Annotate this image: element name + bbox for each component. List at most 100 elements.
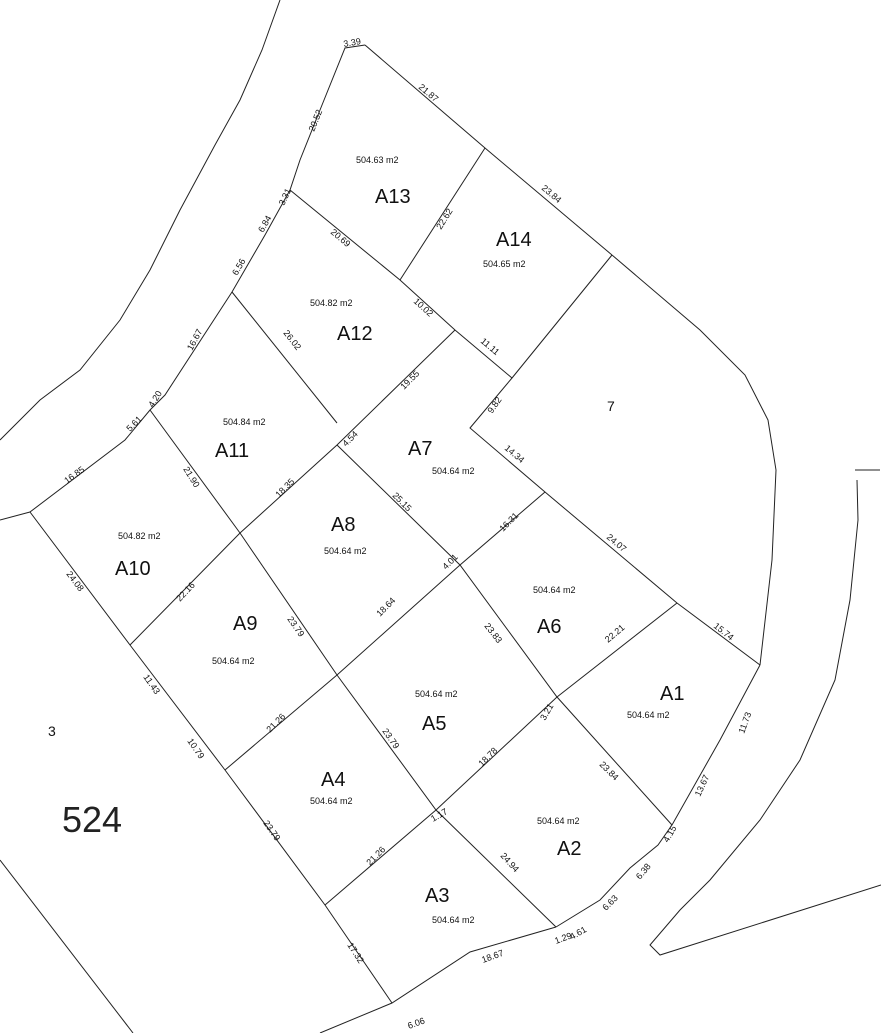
lot-area-a9: 504.64 m2 xyxy=(212,656,255,666)
dim-label: 16.85 xyxy=(62,464,86,485)
dim-label: 18.35 xyxy=(273,476,296,499)
dim-label: 6.56 xyxy=(230,257,247,277)
lot-area-a6: 504.64 m2 xyxy=(533,585,576,595)
dim-label: 20.69 xyxy=(329,227,353,249)
dim-label: 24.08 xyxy=(64,569,86,593)
road-edge-right xyxy=(649,469,881,956)
line-a11-a8 xyxy=(239,329,456,534)
lot-area-a8: 504.64 m2 xyxy=(324,546,367,556)
line-a8-a7 xyxy=(336,444,673,826)
dim-label: 1.17 xyxy=(429,806,449,823)
line-a9-a4 xyxy=(224,674,338,771)
lot-label-a1: A1 xyxy=(660,683,684,705)
lot-labels: A1 504.64 m2 504.64 m2 A2 A3 504.64 m2 A… xyxy=(48,155,684,925)
lots-south-boundary xyxy=(319,926,557,1033)
line-a4-a3 xyxy=(324,809,437,906)
dim-label: 3.31 xyxy=(277,187,293,207)
line-a8-a5 xyxy=(336,491,546,676)
dim-label: 23.84 xyxy=(598,759,621,782)
lot-label-a2: A2 xyxy=(557,838,581,860)
lot-label-a12: A12 xyxy=(337,323,373,345)
parcel-label-524: 524 xyxy=(62,799,122,840)
dim-label: 4.61 xyxy=(568,924,588,941)
parcel-7-east-boundary xyxy=(611,254,777,666)
line-a6-a1 xyxy=(556,602,678,698)
line-a5-a2 xyxy=(435,696,558,811)
parcel-label-3: 3 xyxy=(48,723,56,739)
dim-label: 6.38 xyxy=(634,861,653,881)
dim-label: 11.11 xyxy=(479,336,502,357)
lot-label-a4: A4 xyxy=(321,769,345,791)
dim-label: 14.34 xyxy=(503,443,527,465)
lot-label-a9: A9 xyxy=(233,613,257,635)
line-a11-a10 xyxy=(149,409,241,534)
lots-west-boundary xyxy=(29,44,393,1004)
dim-label: 26.02 xyxy=(281,328,303,352)
dim-label: 4.15 xyxy=(661,824,678,844)
dim-label: 24.94 xyxy=(499,851,522,874)
line-a10-a9 xyxy=(129,532,241,646)
dim-label: 21.26 xyxy=(264,711,287,734)
dim-label: 18.67 xyxy=(480,948,505,965)
dim-label: 18.78 xyxy=(476,745,499,768)
lot-label-a11: A11 xyxy=(215,440,249,462)
lot-label-a8: A8 xyxy=(331,514,355,536)
dim-label: 20.52 xyxy=(307,108,325,133)
parcel-3-edge xyxy=(0,859,134,1033)
dim-label: 18.64 xyxy=(374,595,397,618)
lot-label-a7: A7 xyxy=(408,438,432,460)
dim-label: 11.73 xyxy=(736,711,753,735)
dim-label: 23.79 xyxy=(261,818,282,842)
dim-label: 10.79 xyxy=(185,736,206,760)
lot-label-a5: A5 xyxy=(422,713,446,735)
lot-area-a5: 504.64 m2 xyxy=(415,689,458,699)
dim-label: 10.02 xyxy=(412,296,435,319)
dim-label: 4.54 xyxy=(340,429,359,448)
parcel-label-7: 7 xyxy=(607,398,615,414)
dim-label: 3.39 xyxy=(343,36,362,49)
dim-label: 4.01 xyxy=(440,552,459,571)
dim-label: 3.21 xyxy=(538,702,555,722)
lot-area-a1: 504.64 m2 xyxy=(627,710,670,720)
dim-label: 13.67 xyxy=(693,773,712,798)
dim-label: 19.55 xyxy=(398,368,421,391)
lots-north-boundary xyxy=(364,44,613,256)
dim-label: 11.43 xyxy=(141,672,162,696)
lot-label-a3: A3 xyxy=(425,885,449,907)
lot-area-a2: 504.64 m2 xyxy=(537,816,580,826)
lot-area-a4: 504.64 m2 xyxy=(310,796,353,806)
line-a13-a12 xyxy=(289,189,513,379)
dim-label: 22.62 xyxy=(434,207,454,231)
lot-label-a13: A13 xyxy=(375,186,411,208)
line-a9-a8 xyxy=(239,532,557,928)
line-a12-a11 xyxy=(231,291,338,424)
line-a13-a14 xyxy=(399,147,486,281)
dim-label: 23.83 xyxy=(482,621,504,645)
lot-label-a10-text: A10 xyxy=(115,558,151,580)
lot-area-a3: 504.64 m2 xyxy=(432,915,475,925)
lot-area-a10: 504.82 m2 xyxy=(118,531,161,541)
dim-label: 25.15 xyxy=(391,490,414,513)
road-edge-left xyxy=(0,0,281,441)
lot-area-a12: 504.82 m2 xyxy=(310,298,353,308)
lot-area-a7: 504.64 m2 xyxy=(432,466,475,476)
dim-label: 5.61 xyxy=(124,414,143,433)
lot-area-a11: 504.84 m2 xyxy=(223,417,266,427)
lots-southeast-boundary xyxy=(555,664,761,928)
dim-label: 22.21 xyxy=(603,622,627,644)
dim-label: 21.26 xyxy=(364,844,387,867)
line-a14-7 xyxy=(469,254,761,666)
dim-label: 17.32 xyxy=(345,941,366,965)
lot-area-a13: 504.63 m2 xyxy=(356,155,399,165)
dim-label: 22.16 xyxy=(174,580,197,603)
dim-label: 6.06 xyxy=(406,1015,426,1030)
road-edge-inner xyxy=(0,511,31,521)
lot-label-a6: A6 xyxy=(537,616,561,638)
lot-area-a14: 504.65 m2 xyxy=(483,259,526,269)
dim-label: 23.84 xyxy=(540,183,564,205)
dim-label: 16.31 xyxy=(497,510,520,533)
dim-label: 24.07 xyxy=(605,532,629,554)
lot-label-a14: A14 xyxy=(496,229,532,251)
